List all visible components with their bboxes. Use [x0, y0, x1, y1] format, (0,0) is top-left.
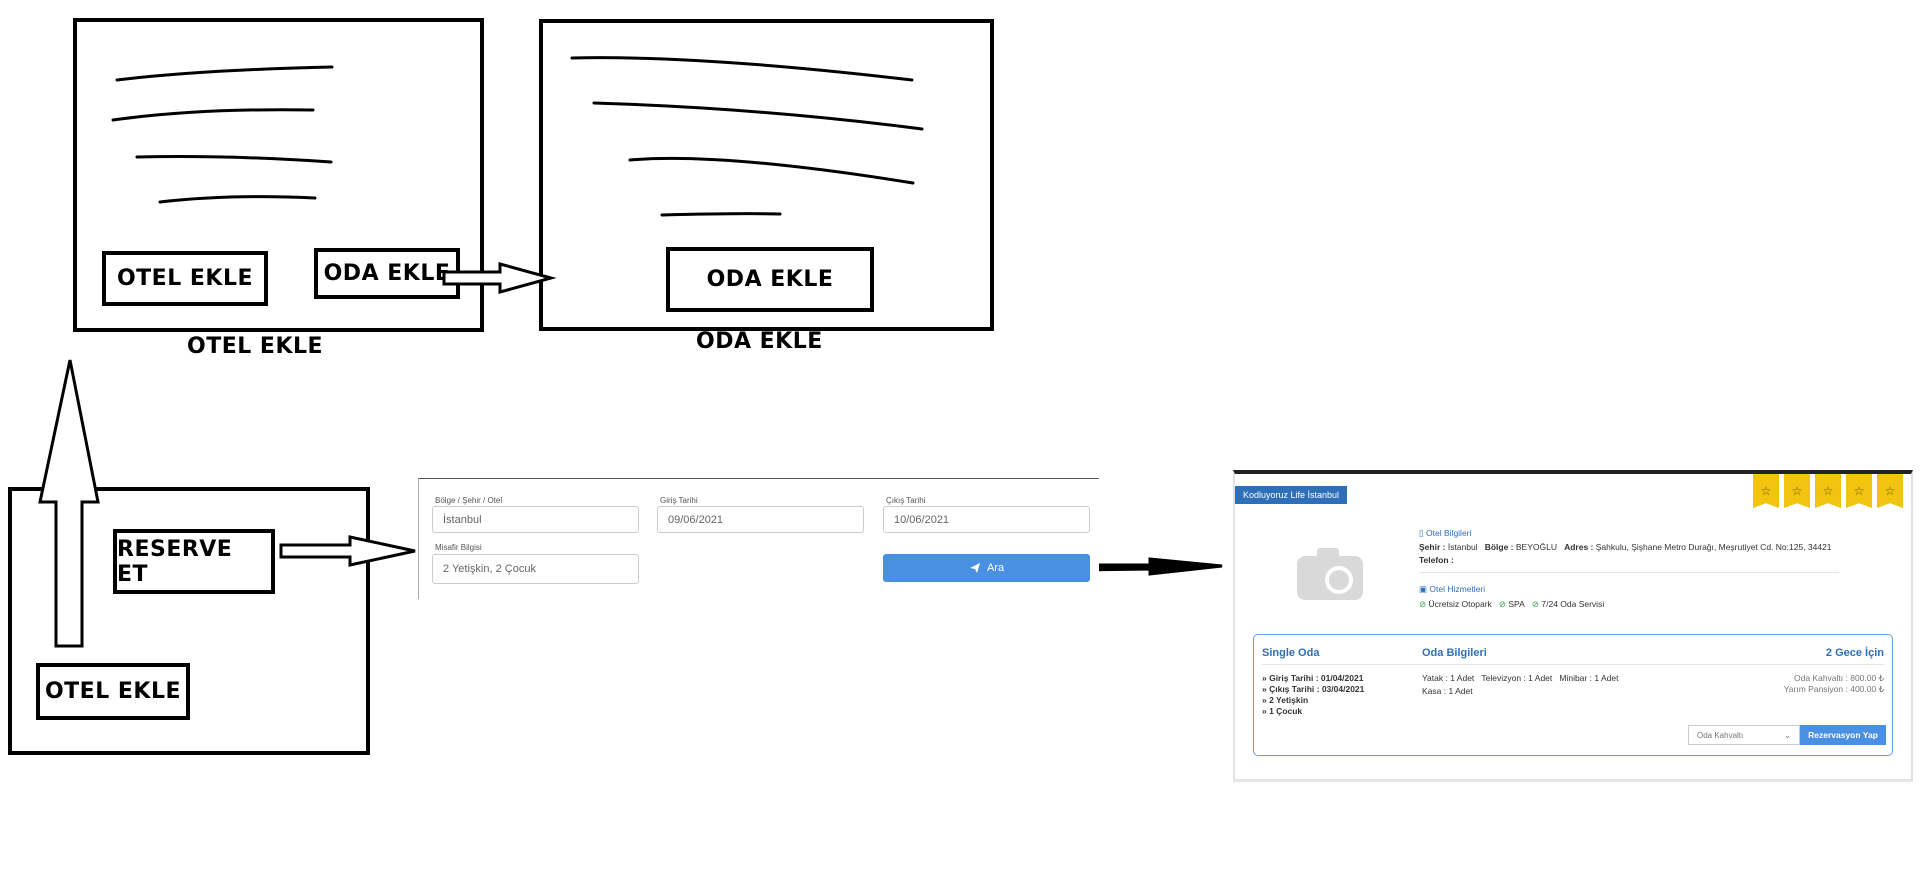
- room-panel: Single Oda » Giriş Tarihi : 01/04/2021 »…: [1253, 634, 1893, 756]
- hotel-services-title: ▣ Otel Hizmetleri: [1419, 584, 1486, 594]
- reserve-button[interactable]: Rezervasyon Yap: [1800, 725, 1886, 745]
- room-checkin: » Giriş Tarihi : 01/04/2021: [1262, 673, 1364, 683]
- checkout-label: Çıkış Tarihi: [886, 496, 926, 505]
- room-adults: » 2 Yetişkin: [1262, 695, 1309, 705]
- star-rating: ☆ ☆ ☆ ☆ ☆: [1753, 474, 1903, 508]
- oda-ekle-caption: ODA EKLE: [696, 329, 823, 354]
- hotel-phone: Telefon :: [1419, 555, 1454, 565]
- star-icon: ☆: [1753, 474, 1779, 508]
- halfboard-price: Yarım Pansiyon : 400.00 ₺: [1783, 684, 1884, 694]
- reserve-et-button[interactable]: RESERVE ET: [113, 529, 275, 594]
- divider: [1419, 572, 1839, 573]
- oda-ekle-submit-button[interactable]: ODA EKLE: [666, 247, 874, 312]
- oda-ekle-frame: [539, 19, 994, 331]
- search-button[interactable]: Ara: [883, 554, 1090, 582]
- hotel-card-screenshot: Kodluyoruz Life İstanbul ☆ ☆ ☆ ☆ ☆ ▯ Ote…: [1233, 470, 1913, 782]
- room-info-title: Oda Bilgileri: [1422, 647, 1487, 659]
- hotel-services-list: ⊘ Ücretsiz Otopark ⊘ SPA ⊘ 7/24 Oda Serv…: [1419, 599, 1605, 609]
- checkin-label: Giriş Tarihi: [660, 496, 698, 505]
- chevron-down-icon: ⌄: [1784, 730, 1791, 740]
- camera-placeholder-icon: [1297, 548, 1363, 600]
- region-label: Bölge / Şehir / Otel: [435, 496, 503, 505]
- check-circle-icon: ⊘: [1419, 599, 1427, 609]
- checkout-input[interactable]: 10/06/2021: [883, 506, 1090, 533]
- room-name: Single Oda: [1262, 647, 1320, 659]
- nights-label: 2 Gece İçin: [1825, 647, 1884, 659]
- oda-ekle-button[interactable]: ODA EKLE: [314, 248, 460, 299]
- hotel-info-line: Şehir : İstanbul Bölge : BEYOĞLU Adres :…: [1419, 542, 1832, 552]
- star-icon: ☆: [1877, 474, 1903, 508]
- reserve-frame: [8, 487, 370, 755]
- check-circle-icon: ⊘: [1498, 599, 1507, 609]
- guest-label: Misafir Bilgisi: [435, 543, 482, 552]
- region-input[interactable]: İstanbul: [432, 506, 639, 533]
- otel-ekle-frame: [73, 18, 484, 332]
- guest-input[interactable]: 2 Yetişkin, 2 Çocuk: [432, 554, 639, 584]
- breakfast-price: Oda Kahvaltı : 800.00 ₺: [1794, 673, 1884, 683]
- search-form-screenshot: Bölge / Şehir / Otel İstanbul Giriş Tari…: [418, 478, 1099, 599]
- room-checkout: » Çıkış Tarihi : 03/04/2021: [1262, 684, 1365, 694]
- star-icon: ☆: [1784, 474, 1810, 508]
- board-select[interactable]: Oda Kahvaltı⌄: [1688, 725, 1800, 745]
- star-icon: ☆: [1846, 474, 1872, 508]
- check-circle-icon: ⊘: [1531, 599, 1539, 609]
- room-children: » 1 Çocuk: [1262, 706, 1303, 716]
- search-button-label: Ara: [986, 562, 1005, 574]
- room-safe: Kasa : 1 Adet: [1422, 686, 1473, 696]
- hotel-name-tag: Kodluyoruz Life İstanbul: [1235, 486, 1348, 504]
- send-icon: [969, 563, 980, 573]
- checkin-input[interactable]: 09/06/2021: [657, 506, 864, 533]
- room-features: Yatak : 1 Adet Televizyon : 1 Adet Minib…: [1422, 673, 1619, 683]
- otel-ekle-caption: OTEL EKLE: [187, 334, 324, 359]
- otel-ekle-small-button[interactable]: OTEL EKLE: [36, 663, 190, 720]
- otel-ekle-button[interactable]: OTEL EKLE: [102, 251, 268, 306]
- hotel-info-title: ▯ Otel Bilgileri: [1419, 528, 1472, 538]
- divider: [1262, 664, 1884, 665]
- star-icon: ☆: [1815, 474, 1841, 508]
